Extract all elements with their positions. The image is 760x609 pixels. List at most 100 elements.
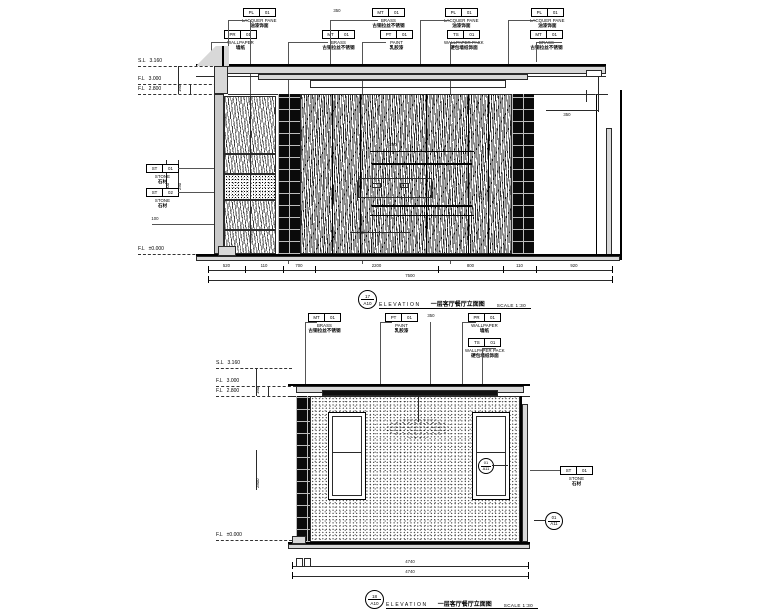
- leader-line: [450, 42, 480, 43]
- detail-marker[interactable]: 01 A11: [478, 458, 494, 474]
- view-bubble[interactable]: 18 A10: [365, 590, 384, 609]
- dim-line: [586, 90, 587, 102]
- dim-line: [256, 450, 257, 490]
- tag-cn: 古铜拉丝不锈钢: [308, 328, 341, 334]
- leader-line: [534, 520, 546, 521]
- dim-overall-label: 7500: [405, 273, 415, 278]
- tag-en: WALLPAPER PACK: [465, 347, 505, 353]
- detail-marker-number: 01: [483, 460, 489, 466]
- floor-slab: [288, 544, 530, 549]
- level-marker: S.L 3.160: [216, 360, 240, 366]
- tag-code: PL: [446, 9, 462, 16]
- level-code: F.L: [216, 388, 223, 394]
- left-reveal: [214, 94, 224, 254]
- tag-number: 02: [168, 190, 173, 195]
- leader-line: [482, 348, 483, 384]
- dim-line: [256, 368, 257, 396]
- title-scale: SCALE 1:30: [503, 602, 534, 608]
- dim-label: 110: [260, 263, 268, 268]
- dim-label: 2200: [371, 263, 382, 268]
- leader-line: [228, 20, 229, 62]
- tag-cn: 墙纸: [235, 45, 246, 51]
- tag-cn: 古铜拉丝不锈钢: [372, 23, 405, 29]
- panel-joint: [468, 94, 469, 254]
- dim-line: [598, 76, 599, 112]
- level-marker: F.L 3.000: [216, 378, 239, 384]
- tag-code: ST: [561, 467, 577, 474]
- tag-en: STONE: [154, 197, 171, 203]
- section-marker[interactable]: 01 A11: [545, 512, 563, 530]
- right-return: [606, 128, 612, 256]
- wall-return: [214, 66, 228, 94]
- panel-joint: [360, 94, 361, 254]
- tag-cn: 油漆饰面: [250, 23, 269, 29]
- leader-line: [482, 348, 496, 349]
- panel-joint: [426, 94, 427, 254]
- level-value: ±0.000: [148, 246, 164, 252]
- dim-label: 520: [222, 263, 231, 268]
- right-wall-line: [546, 110, 598, 111]
- floor-line: [288, 542, 530, 544]
- bubble-sheet: A10: [370, 600, 379, 606]
- level-code: S.L: [138, 58, 146, 64]
- floor-slab: [196, 256, 620, 261]
- cornice: [258, 74, 528, 80]
- leader-line: [178, 192, 226, 193]
- dim-label: 2800: [255, 478, 260, 488]
- tag-code: PR: [225, 31, 241, 38]
- view-bubble[interactable]: 17 A10: [358, 290, 377, 309]
- tag-number: 01: [552, 32, 557, 37]
- feature-line: [350, 232, 410, 233]
- leader-line: [430, 322, 431, 384]
- tag-code: MT: [373, 9, 389, 16]
- bubble-number: 18: [371, 593, 378, 599]
- dim-line: [268, 386, 269, 396]
- tag-cn: 硬包墙纸饰面: [450, 45, 478, 51]
- level-marker: F.L 2.800: [216, 388, 239, 394]
- tag-code: PT: [381, 31, 397, 38]
- tag-number: 01: [582, 468, 587, 473]
- feature-wall-panel: [300, 94, 512, 254]
- leader-line: [305, 322, 317, 323]
- title-cn: 一层客厅餐厅立面图: [430, 300, 485, 308]
- drawing-title-block[interactable]: 18 A10 ELEVATION 一层客厅餐厅立面图 SCALE 1:30: [365, 590, 538, 609]
- leader-line: [508, 20, 509, 64]
- right-return: [522, 404, 528, 542]
- leader-line: [420, 20, 450, 21]
- tag-en: LACQUER PANE: [444, 17, 479, 23]
- inline-tag: [400, 183, 409, 188]
- tag-number: 01: [466, 10, 472, 15]
- tag-code: ST: [147, 189, 163, 196]
- tag-en: WALLPAPER: [471, 322, 498, 328]
- tag-number: 01: [469, 32, 475, 37]
- ceiling-line: [288, 384, 530, 386]
- leader-line: [330, 20, 331, 64]
- dim-tick-box: [304, 558, 311, 567]
- tag-code: PL: [532, 9, 548, 16]
- leader-line: [211, 42, 229, 43]
- drawing-title-block[interactable]: 17 A10 ELEVATION 一层客厅餐厅立面图 SCALE 1:30: [358, 290, 531, 309]
- leader-line: [462, 322, 463, 384]
- level-line: [138, 254, 220, 255]
- panel-joint: [488, 94, 489, 254]
- level-value: 3.160: [227, 360, 241, 366]
- bubble-sheet: A10: [363, 300, 372, 306]
- dim-label: 50: [359, 230, 365, 235]
- leader-line: [492, 465, 508, 466]
